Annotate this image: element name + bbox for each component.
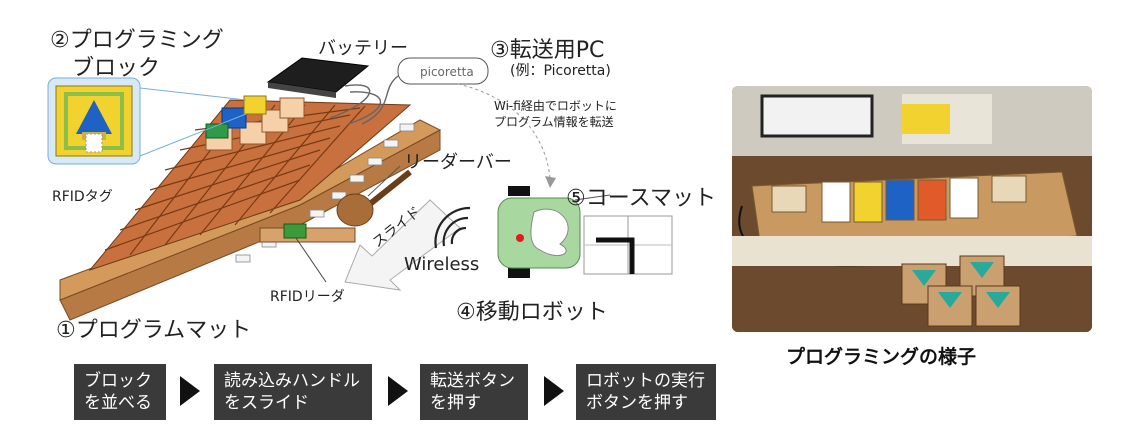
label-reader-bar: リーダーバー — [404, 152, 512, 173]
wireless-icon — [434, 206, 471, 249]
label-blocks-line1: ②プログラミング — [50, 28, 224, 53]
step-arrow-icon — [388, 376, 408, 406]
step-arrow-icon — [180, 376, 200, 406]
slide-arrow — [344, 199, 461, 291]
step-arrange-blocks: ブロック を並べる — [74, 364, 166, 420]
label-pc-device: picoretta — [420, 65, 474, 79]
label-rfid-reader: RFIDリーダ — [270, 289, 345, 305]
photo-caption: プログラミングの様子 — [786, 346, 977, 368]
step-slide-handle: 読み込みハンドル をスライド — [214, 364, 372, 420]
label-wifi-line1: Wi-fi経由でロボットに — [494, 99, 617, 113]
label-blocks-line2: ブロック — [72, 56, 161, 81]
label-program-mat: ①プログラムマット — [56, 318, 252, 343]
step-press-transfer: 転送ボタン を押す — [420, 364, 528, 420]
label-battery: バッテリー — [318, 38, 408, 59]
step-press-run: ロボットの実行 ボタンを押す — [576, 364, 716, 420]
label-pc-example: (例：Picoretta) — [510, 63, 611, 79]
label-course-mat: ⑤コースマット — [566, 186, 716, 211]
step-arrow-icon — [544, 376, 564, 406]
course-mat-icon — [583, 215, 673, 275]
pc-device-icon — [361, 57, 556, 188]
label-rfid-tag: RFIDタグ — [52, 189, 113, 205]
label-wifi-line2: プログラム情報を転送 — [494, 115, 614, 129]
programming-photo — [732, 86, 1092, 332]
program-mat — [59, 99, 442, 321]
robot-icon — [497, 186, 581, 278]
label-robot: ④移動ロボット — [456, 300, 608, 325]
system-diagram — [47, 57, 673, 321]
label-pc-title: ③転送用PC — [490, 38, 605, 63]
reader-bar-icon — [259, 169, 412, 283]
label-wireless: Wireless — [404, 254, 480, 275]
block-cubes — [205, 95, 305, 151]
battery-icon — [266, 57, 381, 125]
block-zoom-icon — [47, 77, 247, 165]
